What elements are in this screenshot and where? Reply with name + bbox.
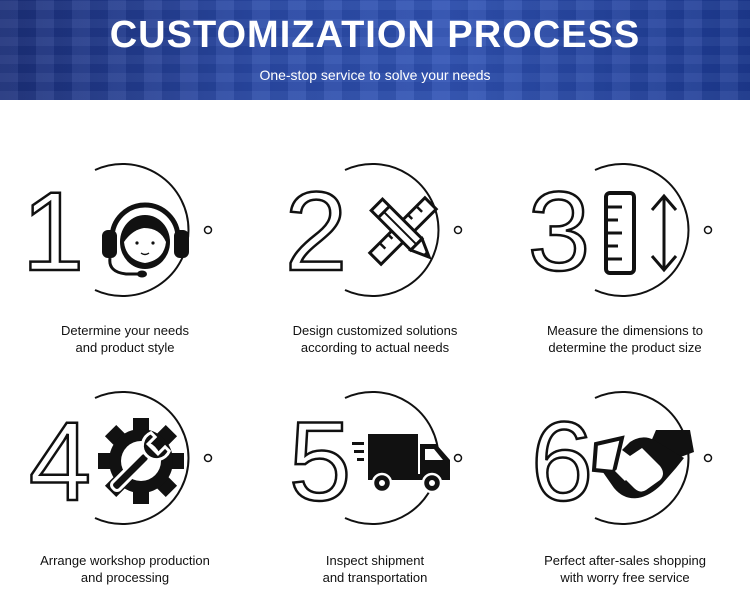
- page-title: CUSTOMIZATION PROCESS: [109, 14, 641, 56]
- step-4: 4 Arrange workshop production and proces…: [0, 382, 250, 612]
- header-banner: CUSTOMIZATION PROCESS One-stop service t…: [0, 0, 750, 100]
- step-3-badge: 3: [527, 163, 713, 297]
- step-4-caption-line2: and processing: [80, 570, 170, 585]
- step-6-caption-line1: Perfect after-sales shopping: [544, 553, 706, 568]
- step-6-caption: Perfect after-sales shopping with worry …: [500, 552, 750, 586]
- step-3-caption-line1: Measure the dimensions to: [546, 323, 704, 338]
- step-2-number: 2: [285, 169, 347, 294]
- step-1-caption-line2: and product style: [75, 340, 175, 355]
- step-6-caption-line2: with worry free service: [560, 570, 690, 585]
- step-5-caption: Inspect shipment and transportation: [250, 552, 500, 586]
- page-subtitle: One-stop service to solve your needs: [259, 67, 491, 83]
- step-2-badge: 2: [284, 163, 463, 297]
- step-5-badge: 5: [288, 391, 463, 525]
- ruler-measure-icon: [604, 191, 678, 275]
- step-6-badge: 6: [530, 391, 713, 525]
- step-1-number: 1: [22, 169, 84, 294]
- step-1-badge: 1: [21, 163, 213, 297]
- gear-wrench-icon: [98, 418, 184, 504]
- step-1-caption: Determine your needs and product style: [0, 322, 250, 356]
- step-1-caption-line1: Determine your needs: [61, 323, 189, 338]
- pencil-ruler-icon: [367, 195, 439, 267]
- step-3-number: 3: [528, 169, 590, 294]
- banner-texture: [0, 0, 750, 100]
- step-5-caption-line2: and transportation: [322, 570, 428, 585]
- step-2-caption: Design customized solutions according to…: [250, 322, 500, 356]
- step-6-number: 6: [531, 399, 593, 524]
- step-1: 1 Determine your needs and product style: [0, 150, 250, 380]
- step-3-caption: Measure the dimensions to determine the …: [500, 322, 750, 356]
- headset-icon: [102, 202, 189, 278]
- step-5: 5 Inspect shipment and transportation: [250, 382, 500, 612]
- step-6: 6 Perfect after-sales shopping with worr…: [500, 382, 750, 612]
- step-4-badge: 4: [28, 391, 213, 525]
- step-4-number: 4: [29, 399, 91, 524]
- step-3-caption-line2: determine the product size: [548, 340, 702, 355]
- step-5-caption-line1: Inspect shipment: [325, 553, 425, 568]
- delivery-truck-icon: [352, 434, 450, 494]
- handshake-icon: [591, 430, 694, 499]
- step-2: 2 Design customized solutions according …: [250, 150, 500, 380]
- step-3: 3 Measure the dimensions to determine th…: [500, 150, 750, 380]
- step-4-caption: Arrange workshop production and processi…: [0, 552, 250, 586]
- step-5-number: 5: [289, 399, 351, 524]
- step-2-caption-line1: Design customized solutions: [292, 323, 458, 338]
- step-4-caption-line1: Arrange workshop production: [40, 553, 210, 568]
- step-2-caption-line2: according to actual needs: [300, 340, 450, 355]
